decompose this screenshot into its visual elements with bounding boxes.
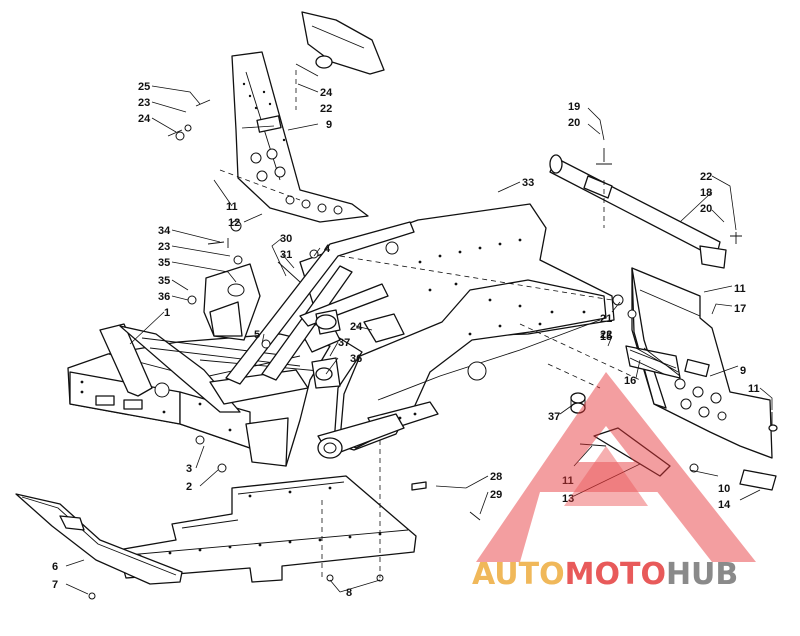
diagram-artwork: 25 23 24 24 22 9 11 12 34 23 35 35 36 1 … xyxy=(15,11,778,600)
callout-8: 8 xyxy=(346,587,352,599)
callout-4: 4 xyxy=(324,243,331,255)
callout-23: 23 xyxy=(138,97,150,109)
callout-27: 28 xyxy=(490,471,502,483)
callout-17: 17 xyxy=(734,303,746,315)
callout-11: 11 xyxy=(562,475,574,487)
steering-post-lower xyxy=(631,267,773,459)
callout-25: 24 xyxy=(320,87,333,99)
callout-10: 10 xyxy=(718,483,730,495)
callout-13: 13 xyxy=(562,493,574,505)
callout-31: 33 xyxy=(522,177,534,189)
front-bulkhead-frame xyxy=(67,319,341,467)
callout-7: 7 xyxy=(52,579,58,591)
callout-1: 1 xyxy=(164,307,170,319)
callout-14: 14 xyxy=(718,499,731,511)
watermark-auto: AUTO xyxy=(472,557,565,592)
watermark-text: AUTOMOTOHUB xyxy=(472,557,738,592)
alignment-lines xyxy=(219,70,641,578)
reinforcement-plate xyxy=(593,427,671,477)
callout-36: 36 xyxy=(350,353,362,365)
callout-37: 37 xyxy=(548,411,560,423)
callout-30: 31 xyxy=(280,249,292,261)
callout-9: 9 xyxy=(740,365,746,377)
callout-15-vis: 15 xyxy=(600,331,612,343)
callout-34: 35 xyxy=(158,275,170,287)
callout-20: 20 xyxy=(700,203,712,215)
callout-11: 11 xyxy=(748,383,760,395)
callout-5: 5 xyxy=(254,329,260,341)
callout-22: 22 xyxy=(320,103,332,115)
callout-11: 11 xyxy=(734,283,746,295)
callout-2: 2 xyxy=(186,481,192,493)
callout-19: 19 xyxy=(568,101,580,113)
watermark-moto: MOTO xyxy=(565,557,666,592)
callout-3: 3 xyxy=(186,463,192,475)
upper-brace-tubes xyxy=(225,221,415,385)
callout-22: 22 xyxy=(600,329,612,341)
callout-28: 29 xyxy=(490,489,502,501)
leader-lines xyxy=(65,63,773,595)
callout-21: 21 xyxy=(600,313,612,325)
callout-labels: 25 23 24 24 22 9 11 12 34 23 35 35 36 1 … xyxy=(52,81,760,599)
cross-tube xyxy=(317,413,405,459)
callout-33: 35 xyxy=(158,257,170,269)
callout-16: 16 xyxy=(624,375,636,387)
callout-6: 6 xyxy=(52,561,58,573)
watermark-logo xyxy=(476,372,756,562)
callout-11: 11 xyxy=(226,201,238,213)
callout-35: 37 xyxy=(338,337,350,349)
callout-24: 24 xyxy=(350,321,363,333)
hardware xyxy=(88,99,778,600)
callout-12: 12 xyxy=(228,217,240,229)
tunnel-side-panel xyxy=(299,203,615,451)
steering-post-upper xyxy=(231,51,369,223)
callout-22: 22 xyxy=(700,171,712,183)
callout-9: 9 xyxy=(326,119,332,131)
callout-20: 20 xyxy=(568,117,580,129)
callout-24: 24 xyxy=(138,113,151,125)
callout-26: 25 xyxy=(138,81,150,93)
front-skid-plate xyxy=(15,493,183,585)
mounting-plate-14 xyxy=(739,469,777,491)
watermark-inner-triangle-icon xyxy=(564,446,648,506)
callout-32: 34 xyxy=(158,225,171,237)
motor-mount-bracket xyxy=(203,263,261,341)
callout-29: 30 xyxy=(280,233,292,245)
watermark-hub: HUB xyxy=(666,557,738,592)
callout-18: 18 xyxy=(700,187,712,199)
belly-pan-plate xyxy=(117,475,417,583)
callout-23: 23 xyxy=(158,241,170,253)
handlebar-mount-bracket xyxy=(301,11,385,75)
mesh-grille xyxy=(625,345,681,379)
callout-35: 36 xyxy=(158,291,170,303)
watermark-triangle-icon xyxy=(476,372,756,562)
